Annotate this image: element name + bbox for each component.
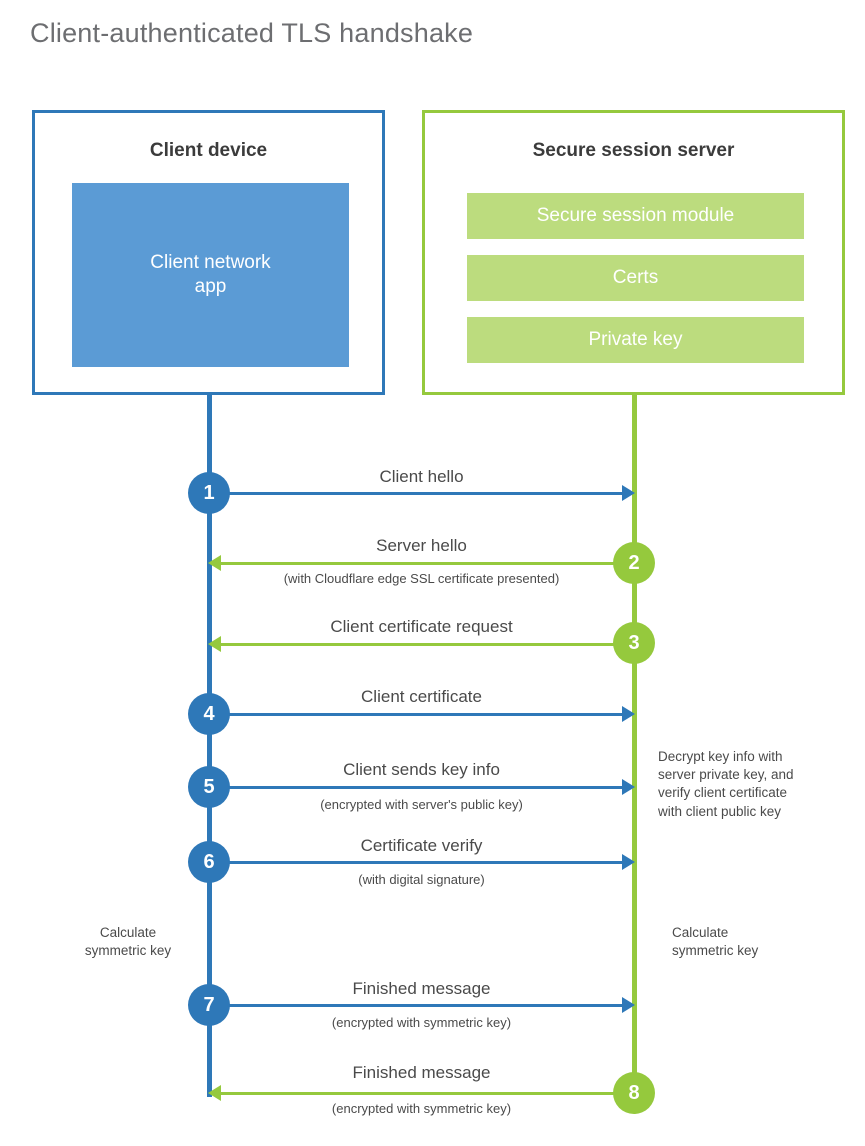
- step-4-circle: 4: [188, 693, 230, 735]
- step-3-circle: 3: [613, 622, 655, 664]
- step-2-arrow-head: [208, 555, 221, 571]
- step-5-arrow-head: [622, 779, 635, 795]
- step-2-label: Server hello: [376, 536, 467, 555]
- step-6-label: Certificate verify: [360, 836, 483, 855]
- step-2-circle: 2: [613, 542, 655, 584]
- client-lifeline: [207, 395, 212, 1097]
- step-1-arrow-head: [622, 485, 635, 501]
- step-4-label: Client certificate: [361, 687, 482, 706]
- client-device-title: Client device: [149, 140, 268, 161]
- step-2-sublabel: (with Cloudflare edge SSL certificate pr…: [283, 571, 560, 586]
- step-3-arrow-line: [220, 643, 634, 646]
- step-7-circle: 7: [188, 984, 230, 1026]
- step-1-label: Client hello: [379, 467, 464, 486]
- step-8-arrow-line: [220, 1092, 634, 1095]
- step-4-arrow-line: [209, 713, 624, 716]
- step-4-arrow-head: [622, 706, 635, 722]
- secure-session-server-box: Secure session server Secure session mod…: [422, 110, 845, 395]
- step-2-arrow-line: [220, 562, 634, 565]
- step-7-arrow-head: [622, 997, 635, 1013]
- page-title: Client-authenticated TLS handshake: [30, 18, 474, 48]
- server-lifeline: [632, 395, 637, 1095]
- step-6-arrow-head: [622, 854, 635, 870]
- server-component-secure-session-module: Secure session module: [467, 193, 804, 239]
- server-component-private-key: Private key: [467, 317, 804, 363]
- step-8-circle: 8: [613, 1072, 655, 1114]
- step-5-arrow-line: [209, 786, 624, 789]
- step-5-circle: 5: [188, 766, 230, 808]
- step-1-arrow-line: [209, 492, 624, 495]
- step-8-sublabel: (encrypted with symmetric key): [331, 1101, 512, 1116]
- step-7-arrow-line: [209, 1004, 624, 1007]
- step-6-sublabel: (with digital signature): [358, 872, 485, 887]
- step-3-label: Client certificate request: [330, 617, 513, 636]
- step-3-arrow-head: [208, 636, 221, 652]
- step-5-label: Client sends key info: [343, 760, 500, 779]
- step-5-sublabel: (encrypted with server's public key): [320, 797, 523, 812]
- step-8-arrow-head: [208, 1085, 221, 1101]
- step-7-label: Finished message: [352, 979, 491, 998]
- step-6-circle: 6: [188, 841, 230, 883]
- step-8-label: Finished message: [352, 1063, 491, 1082]
- step-1-circle: 1: [188, 472, 230, 514]
- step-7-sublabel: (encrypted with symmetric key): [331, 1015, 512, 1030]
- server-component-certs: Certs: [467, 255, 804, 301]
- secure-session-server-title: Secure session server: [532, 140, 735, 161]
- step-6-arrow-line: [209, 861, 624, 864]
